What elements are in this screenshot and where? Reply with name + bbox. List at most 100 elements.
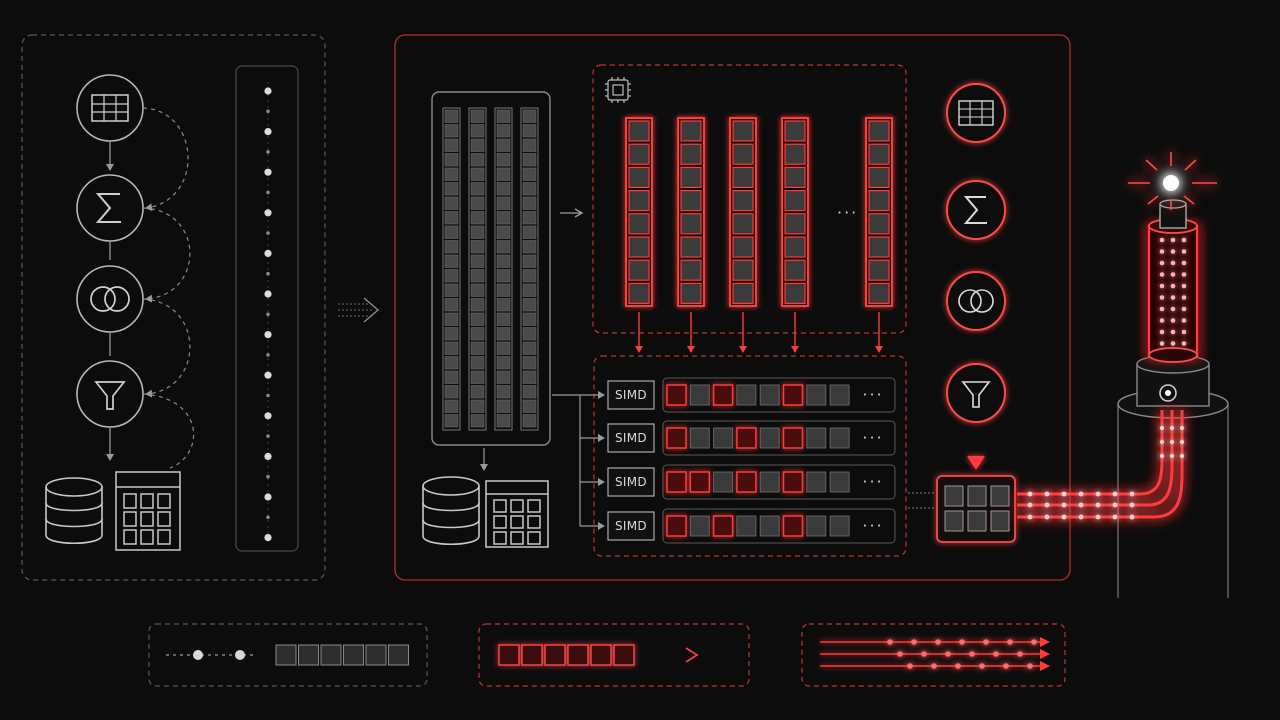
sigma-icon: [76, 174, 144, 242]
vector-cell: [732, 282, 754, 304]
pipe-dot: [1078, 502, 1084, 508]
vector-cell: [732, 120, 754, 142]
glowing-tube: [1147, 199, 1199, 363]
vector-cell: [628, 166, 650, 188]
source-cell: [470, 414, 485, 428]
vector-cell: [868, 190, 890, 212]
simd-slot: [829, 427, 850, 449]
source-cell: [496, 138, 511, 152]
tube-dot: [1170, 272, 1176, 277]
simd-slot: [689, 427, 710, 449]
vector-more-dots: ···: [837, 203, 858, 222]
source-cell: [496, 327, 511, 341]
tube-dot: [1159, 237, 1165, 243]
columnar-source-columns: [442, 107, 539, 431]
vector-cell: [784, 143, 806, 165]
tube-dot: [1170, 295, 1176, 300]
row-stream-frame: [235, 65, 299, 552]
source-cell: [470, 211, 485, 225]
row-dot: [266, 515, 270, 520]
vector-cell: [680, 166, 702, 188]
vector-cell: [784, 190, 806, 212]
vector-cell: [732, 166, 754, 188]
simd-slot: [666, 427, 687, 449]
tube-dot: [1181, 329, 1187, 335]
source-cell: [522, 298, 537, 312]
source-cell: [470, 269, 485, 283]
pipe-dot: [1179, 453, 1185, 459]
join-icon: [946, 271, 1006, 331]
source-cell: [444, 370, 459, 384]
vector-cell: [732, 190, 754, 212]
source-cell: [496, 109, 511, 123]
row-dot: [266, 150, 270, 154]
source-column: [468, 107, 487, 431]
source-cell: [522, 312, 537, 326]
tube-dot: [1159, 283, 1165, 289]
vector-cell: [628, 213, 650, 235]
source-cell: [496, 211, 511, 225]
row-dot: [264, 493, 272, 501]
tube-dot: [1170, 306, 1176, 312]
source-cell: [444, 385, 459, 399]
simd-slot: [736, 515, 757, 537]
source-cell: [470, 254, 485, 268]
source-cell: [444, 138, 459, 152]
legend-row-cell: [298, 644, 319, 666]
legend-batch-cell: [521, 644, 543, 666]
vector-cell: [868, 282, 890, 304]
source-cell: [496, 298, 511, 312]
simd-slot: [689, 515, 710, 537]
legend-stream-dot: [1007, 639, 1013, 645]
filter-icon: [946, 363, 1006, 423]
simd-unit: [607, 511, 655, 541]
tube-dot: [1159, 318, 1165, 323]
row-dot: [264, 168, 272, 176]
simd-slot: [782, 384, 804, 406]
row-dot: [266, 271, 270, 276]
legend-stream-dot: [1003, 663, 1009, 669]
simd-slot: [713, 471, 734, 493]
source-cell: [522, 240, 537, 254]
tube-dot: [1181, 318, 1187, 323]
source-cell: [496, 124, 511, 138]
source-cell: [444, 196, 459, 210]
source-cell: [470, 225, 485, 239]
simd-slot: [829, 384, 850, 406]
pipe-dot: [1112, 491, 1118, 497]
legend-stream-dot: [969, 651, 975, 657]
simd-slot: [829, 471, 850, 493]
source-cell: [444, 240, 459, 254]
tube-data-dots: [1159, 237, 1187, 346]
simd-lanes: SIMD···SIMD···SIMD···SIMD···: [607, 377, 896, 544]
legend-batch-cell: [590, 644, 612, 666]
source-cell: [444, 182, 459, 196]
source-cell: [470, 153, 485, 167]
source-cell: [496, 312, 511, 326]
sigma-icon: [946, 180, 1006, 240]
simd-unit-label: SIMD: [615, 431, 647, 445]
source-cell: [470, 312, 485, 326]
source-cell: [522, 327, 537, 341]
vector-cell: [680, 236, 702, 258]
vector-cell: [732, 213, 754, 235]
tube-dot: [1181, 283, 1187, 289]
source-cell: [496, 341, 511, 355]
legend-stream-dot: [911, 639, 917, 645]
legend-batch-cell: [498, 644, 520, 666]
source-cell: [444, 153, 459, 167]
simd-block-frame: [593, 355, 907, 557]
row-dot: [264, 128, 272, 136]
pipe-dot: [1112, 514, 1118, 520]
simd-slot: [666, 471, 687, 493]
source-cell: [522, 109, 537, 123]
source-cell: [522, 385, 537, 399]
legend-stream-dot: [1027, 663, 1033, 669]
row-dot: [266, 434, 270, 438]
row-dot: [264, 209, 272, 217]
vector-cell: [628, 259, 650, 281]
simd-slot: [759, 427, 780, 449]
vector-operator-chain: [946, 83, 1006, 470]
legend-row-cell: [343, 644, 364, 666]
source-cell: [522, 196, 537, 210]
